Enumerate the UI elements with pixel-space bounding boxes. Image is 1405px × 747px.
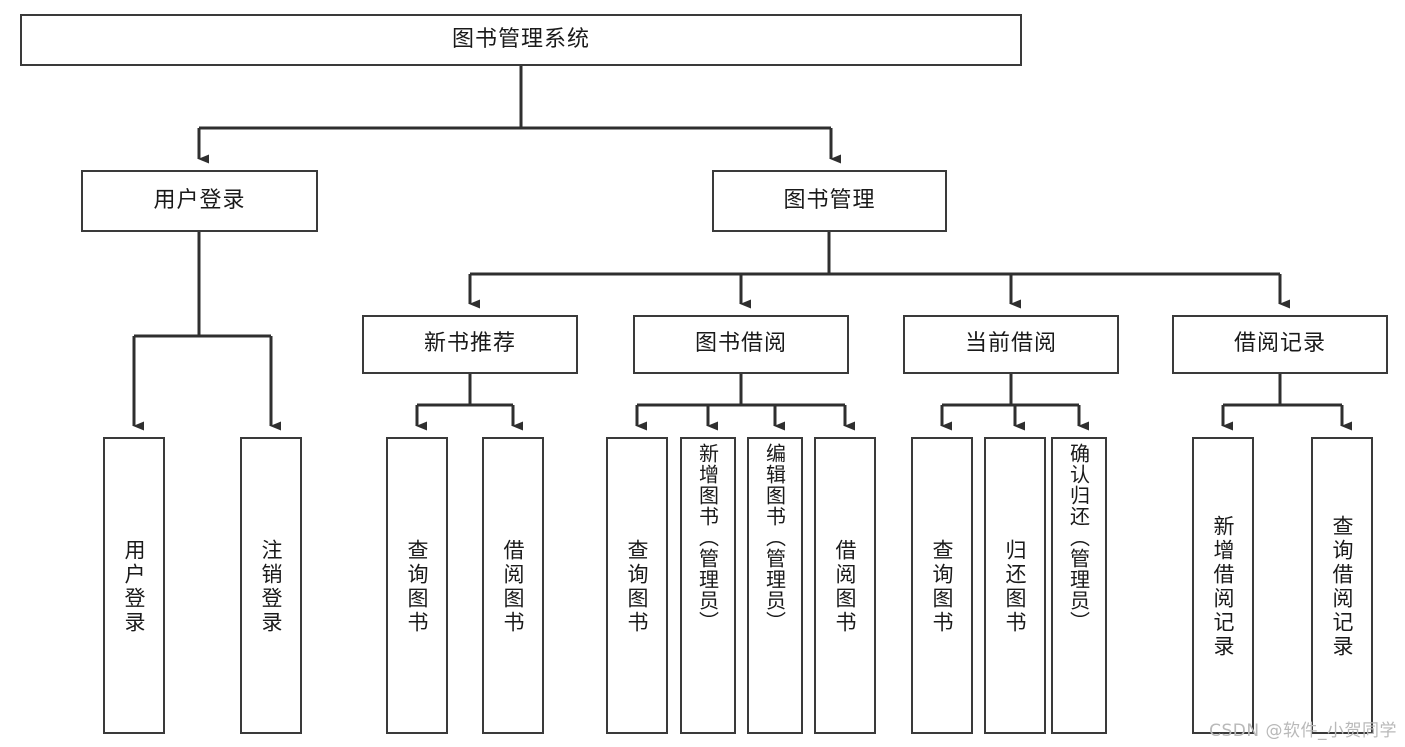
- node-leaf-query-borrow-record[interactable]: 查询借阅记录: [1311, 437, 1373, 734]
- node-current-borrow[interactable]: 当前借阅: [903, 315, 1119, 374]
- node-new-book-recommend[interactable]: 新书推荐: [362, 315, 578, 374]
- node-leaf-query-book-current[interactable]: 查询图书: [911, 437, 973, 734]
- node-leaf-query-book-recommend[interactable]: 查询图书: [386, 437, 448, 734]
- node-leaf-query-book-borrow[interactable]: 查询图书: [606, 437, 668, 734]
- node-leaf-user-login[interactable]: 用户登录: [103, 437, 165, 734]
- node-leaf-logout[interactable]: 注销登录: [240, 437, 302, 734]
- node-leaf-borrow-book-recommend[interactable]: 借阅图书: [482, 437, 544, 734]
- node-leaf-confirm-return-admin[interactable]: 确认归还（管理员）: [1051, 437, 1107, 734]
- node-leaf-return-book[interactable]: 归还图书: [984, 437, 1046, 734]
- node-leaf-edit-book-admin[interactable]: 编辑图书（管理员）: [747, 437, 803, 734]
- node-root-system[interactable]: 图书管理系统: [20, 14, 1022, 66]
- node-leaf-add-book-admin[interactable]: 新增图书（管理员）: [680, 437, 736, 734]
- node-book-borrow[interactable]: 图书借阅: [633, 315, 849, 374]
- node-borrow-record[interactable]: 借阅记录: [1172, 315, 1388, 374]
- node-leaf-borrow-book[interactable]: 借阅图书: [814, 437, 876, 734]
- node-user-login[interactable]: 用户登录: [81, 170, 318, 232]
- node-book-manage[interactable]: 图书管理: [712, 170, 947, 232]
- node-leaf-add-borrow-record[interactable]: 新增借阅记录: [1192, 437, 1254, 734]
